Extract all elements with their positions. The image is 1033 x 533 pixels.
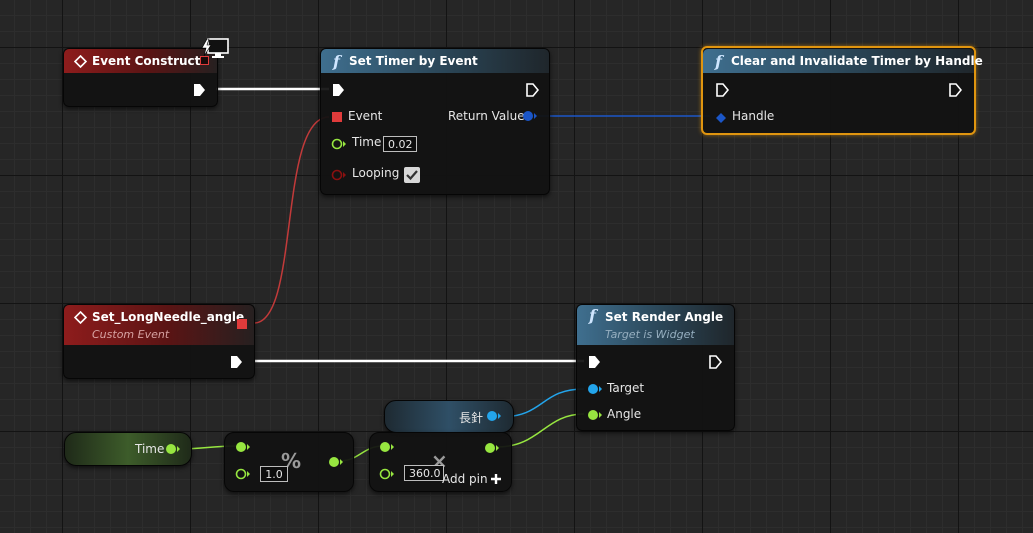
exec-out-pin[interactable] <box>192 83 206 97</box>
clear-invalidate-timer-node[interactable]: f Clear and Invalidate Timer by Handle H… <box>701 46 983 135</box>
looping-pin-label: Looping <box>352 166 400 180</box>
delegate-out-pin[interactable] <box>200 56 209 65</box>
function-f-icon: f <box>589 306 596 325</box>
custom-event-node[interactable]: Set_LongNeedle_angle Custom Event <box>63 304 255 379</box>
exec-out-pin[interactable] <box>229 355 243 369</box>
exec-in-pin[interactable] <box>331 83 345 97</box>
variable-getter-node[interactable]: 長針 <box>384 400 514 433</box>
monitor-lightning-icon <box>201 38 229 58</box>
function-f-icon: f <box>333 52 340 71</box>
modulo-node[interactable]: % 1.0 <box>224 432 354 492</box>
angle-in-pin[interactable] <box>587 409 603 421</box>
return-value-label: Return Value <box>448 109 525 123</box>
looping-in-pin[interactable] <box>331 169 347 181</box>
multiply-value-field[interactable]: 360.0 <box>404 465 444 481</box>
return-value-pin[interactable] <box>522 110 538 122</box>
handle-pin-label: Handle <box>732 109 775 123</box>
plus-icon[interactable] <box>490 473 502 485</box>
float-out-pin[interactable] <box>165 443 181 455</box>
set-timer-title: Set Timer by Event <box>349 54 478 68</box>
function-f-icon: f <box>715 52 722 71</box>
set-render-angle-node[interactable]: f Set Render Angle Target is Widget Targ… <box>576 304 735 431</box>
looping-checkbox[interactable] <box>404 167 420 183</box>
variable-label: 長針 <box>459 411 484 425</box>
modulo-value-field[interactable]: 1.0 <box>260 466 288 482</box>
exec-in-pin[interactable] <box>587 355 601 369</box>
set-render-angle-subtitle: Target is Widget <box>605 328 695 341</box>
time-pin-label: Time <box>352 135 382 149</box>
exec-in-pin[interactable] <box>715 83 729 97</box>
float-out-pin[interactable] <box>484 442 500 454</box>
target-pin-label: Target <box>607 381 645 395</box>
custom-event-subtitle: Custom Event <box>92 328 170 341</box>
exec-out-pin[interactable] <box>708 355 722 369</box>
custom-event-header[interactable]: Set_LongNeedle_angle Custom Event <box>64 305 254 345</box>
set-timer-by-event-node[interactable]: f Set Timer by Event Event Return Value … <box>320 48 550 195</box>
time-getter-label: Time <box>135 442 165 456</box>
event-construct-node[interactable]: Event Construct <box>63 48 218 107</box>
float-in-pin-b[interactable] <box>235 468 251 480</box>
set-render-angle-title: Set Render Angle <box>605 310 724 324</box>
float-out-pin[interactable] <box>328 456 344 468</box>
time-getter-node[interactable]: Time <box>64 432 192 466</box>
angle-pin-label: Angle <box>607 407 642 421</box>
exec-out-pin[interactable] <box>948 83 962 97</box>
event-construct-title: Event Construct <box>92 54 201 68</box>
event-diamond-icon <box>74 55 87 68</box>
time-in-pin[interactable] <box>331 138 347 150</box>
custom-event-title: Set_LongNeedle_angle <box>92 310 245 324</box>
handle-in-pin[interactable] <box>715 112 727 124</box>
multiply-node[interactable]: × 360.0 Add pin <box>369 432 512 492</box>
float-in-pin-b[interactable] <box>379 468 395 480</box>
target-in-pin[interactable] <box>587 383 603 395</box>
clear-timer-header[interactable]: f Clear and Invalidate Timer by Handle <box>703 49 983 73</box>
float-in-pin-a[interactable] <box>379 441 395 453</box>
float-in-pin-a[interactable] <box>235 441 251 453</box>
clear-timer-title: Clear and Invalidate Timer by Handle <box>731 54 983 68</box>
event-construct-header[interactable]: Event Construct <box>64 49 217 73</box>
event-pin-label: Event <box>348 109 383 123</box>
add-pin-label[interactable]: Add pin <box>442 472 488 486</box>
event-diamond-icon <box>74 311 87 324</box>
object-out-pin[interactable] <box>486 410 502 422</box>
delegate-out-pin[interactable] <box>237 319 247 329</box>
event-wire-custom-to-settimer <box>253 116 330 324</box>
event-delegate-in-pin[interactable] <box>332 112 342 122</box>
exec-out-pin[interactable] <box>525 83 539 97</box>
checkmark-icon <box>406 170 418 181</box>
time-value-field[interactable]: 0.02 <box>383 136 417 152</box>
set-render-angle-header[interactable]: f Set Render Angle Target is Widget <box>577 305 734 345</box>
set-timer-header[interactable]: f Set Timer by Event <box>321 49 549 73</box>
